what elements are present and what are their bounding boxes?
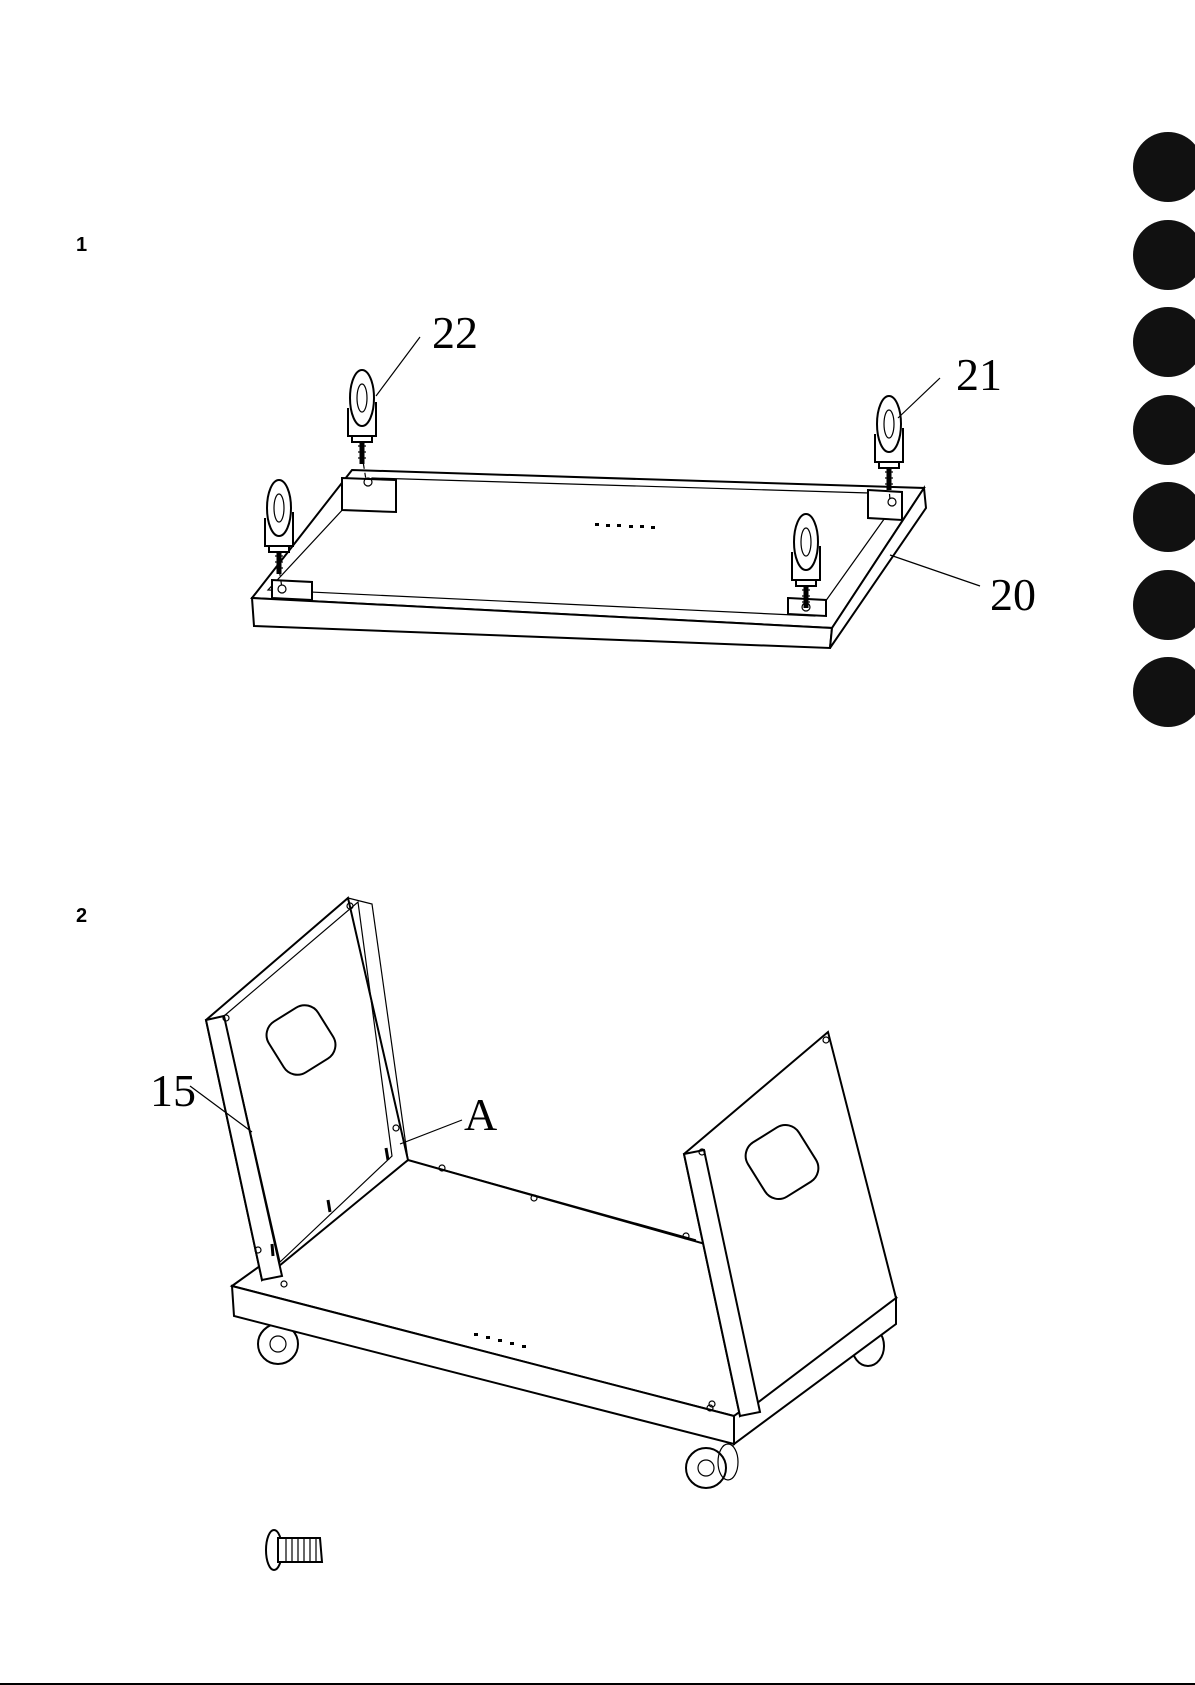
base-with-panels [206,898,896,1488]
bolt-icon [266,1530,322,1570]
callout-20: 20 [990,569,1036,620]
base-frame [252,470,926,648]
callout-21: 21 [956,349,1002,400]
caster-wheel-icon [348,370,376,464]
caster-wheel-icon [875,396,903,490]
callout-A: A [464,1089,497,1140]
callout-15: 15 [150,1065,196,1116]
callout-22: 22 [432,307,478,358]
